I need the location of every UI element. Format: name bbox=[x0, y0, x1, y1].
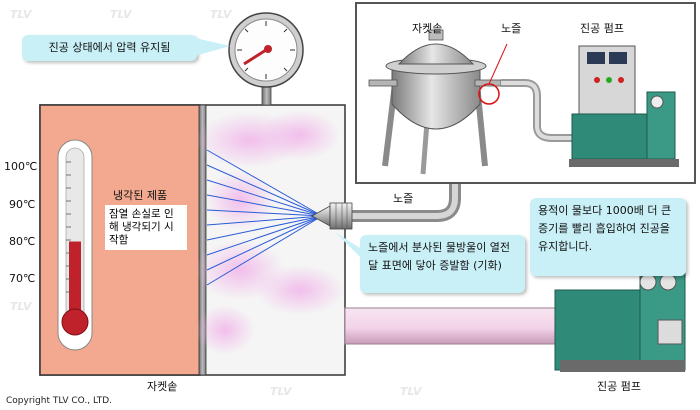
temp-tick-70: 70℃ bbox=[9, 272, 36, 285]
kettle-body bbox=[368, 29, 502, 130]
nozzle-callout-text: 노즐에서 분사된 물방울이 열전달 표면에 닿아 증발함 (기화) bbox=[368, 241, 511, 272]
pressure-callout-text: 진공 상태에서 압력 유지됨 bbox=[48, 41, 171, 54]
temp-tick-80: 80℃ bbox=[9, 235, 36, 248]
nozzle-label: 노즐 bbox=[393, 192, 414, 205]
pressure-callout: 진공 상태에서 압력 유지됨 bbox=[22, 35, 197, 61]
latent-heat-label: 잠열 손실로 인해 냉각되기 시작함 bbox=[105, 205, 187, 250]
copyright: Copyright TLV CO., LTD. bbox=[6, 396, 113, 406]
vapor-mist bbox=[195, 110, 345, 355]
cooled-product-label: 냉각된 제품 bbox=[113, 189, 168, 202]
temp-tick-100: 100℃ bbox=[4, 160, 38, 173]
inset-pump-label: 진공 펌프 bbox=[580, 22, 624, 35]
watermark: TLV bbox=[270, 385, 292, 398]
nozzle-callout-pointer bbox=[335, 232, 363, 260]
nozzle-callout: 노즐에서 분사된 물방울이 열전달 표면에 닿아 증발함 (기화) bbox=[360, 235, 525, 293]
pressure-callout-pointer bbox=[195, 38, 230, 56]
inset-jacket-label: 자켓솥 bbox=[412, 22, 443, 35]
thermometer-mercury bbox=[69, 241, 81, 326]
jacket-kettle-label: 자켓솥 bbox=[147, 380, 178, 393]
watermark: TLV bbox=[400, 385, 422, 398]
nozzle bbox=[311, 202, 353, 230]
watermark: TLV bbox=[210, 8, 232, 21]
vacuum-pump-label: 진공 펌프 bbox=[597, 380, 641, 393]
watermark: TLV bbox=[10, 300, 32, 313]
watermark: TLV bbox=[10, 8, 32, 21]
pump-callout-text: 용적이 물보다 1000배 더 큰 증기를 빨리 흡입하여 진공을 유지합니다. bbox=[538, 204, 672, 253]
inset-nozzle-label: 노즐 bbox=[501, 22, 522, 35]
temp-tick-90: 90℃ bbox=[9, 198, 36, 211]
gauge-needle bbox=[243, 48, 267, 66]
vacuum-pump-large bbox=[554, 269, 686, 372]
watermark: TLV bbox=[110, 8, 132, 21]
pump-callout: 용적이 물보다 1000배 더 큰 증기를 빨리 흡입하여 진공을 유지합니다. bbox=[530, 198, 686, 276]
thermometer-scale bbox=[66, 161, 71, 293]
heat-transfer-surface bbox=[198, 104, 207, 376]
overview-inset: 자켓솥 노즐 진공 펌프 bbox=[355, 2, 696, 184]
water-spray bbox=[206, 149, 323, 286]
thermometer bbox=[57, 139, 93, 351]
overview-pump bbox=[569, 45, 679, 167]
nozzle-highlight bbox=[478, 83, 500, 105]
vacuum-pipe bbox=[344, 307, 556, 345]
pressure-gauge bbox=[228, 12, 304, 88]
overview-drawing bbox=[368, 29, 679, 175]
